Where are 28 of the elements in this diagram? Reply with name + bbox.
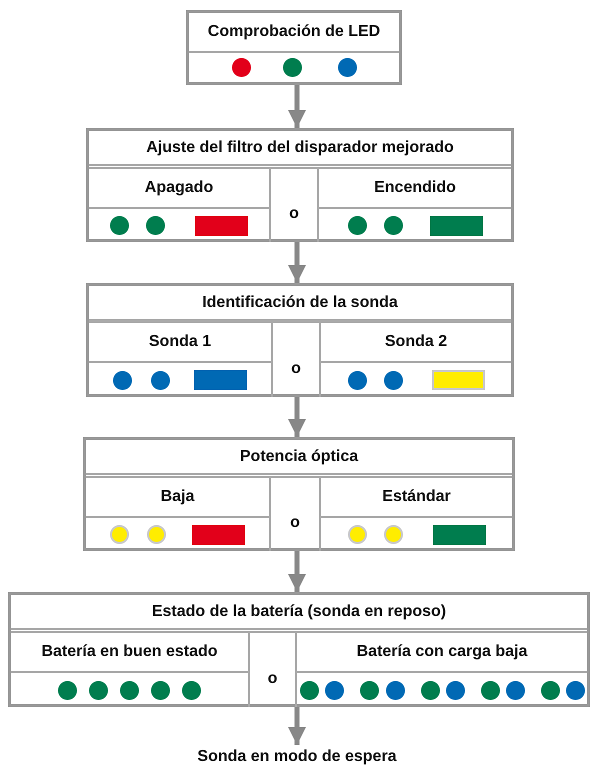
column-heading: Batería con carga baja [356,643,528,661]
column-heading: Estándar [382,488,451,506]
arrow [288,707,306,745]
box-heading: Estado de la batería (sonda en reposo) [152,602,446,620]
box-heading: Comprobación de LED [208,23,380,41]
stage-box [8,592,590,707]
column-heading: Apagado [144,179,214,197]
column-heading: Batería en buen estado [41,643,218,661]
arrow [288,85,306,128]
arrow [288,397,306,437]
or-text: o [289,205,299,224]
column-heading: Baja [160,488,194,506]
box-heading: Ajuste del filtro del disparador mejorado [146,138,454,156]
or-text: o [291,360,301,378]
column-heading: Encendido [374,179,456,197]
box-heading: Potencia óptica [240,448,358,466]
arrow [288,242,306,283]
arrow [288,551,306,592]
stage-box [86,283,514,397]
stage-box [86,128,514,242]
column-heading: Sonda 1 [148,333,212,351]
column-heading: Sonda 2 [384,333,448,351]
or-text: o [268,670,278,688]
box-heading: Identificación de la sonda [202,294,398,312]
step-text: Sonda en modo de espera [197,748,397,766]
stage-box [83,437,515,551]
stage-box [186,10,402,85]
or-text: o [290,514,300,532]
